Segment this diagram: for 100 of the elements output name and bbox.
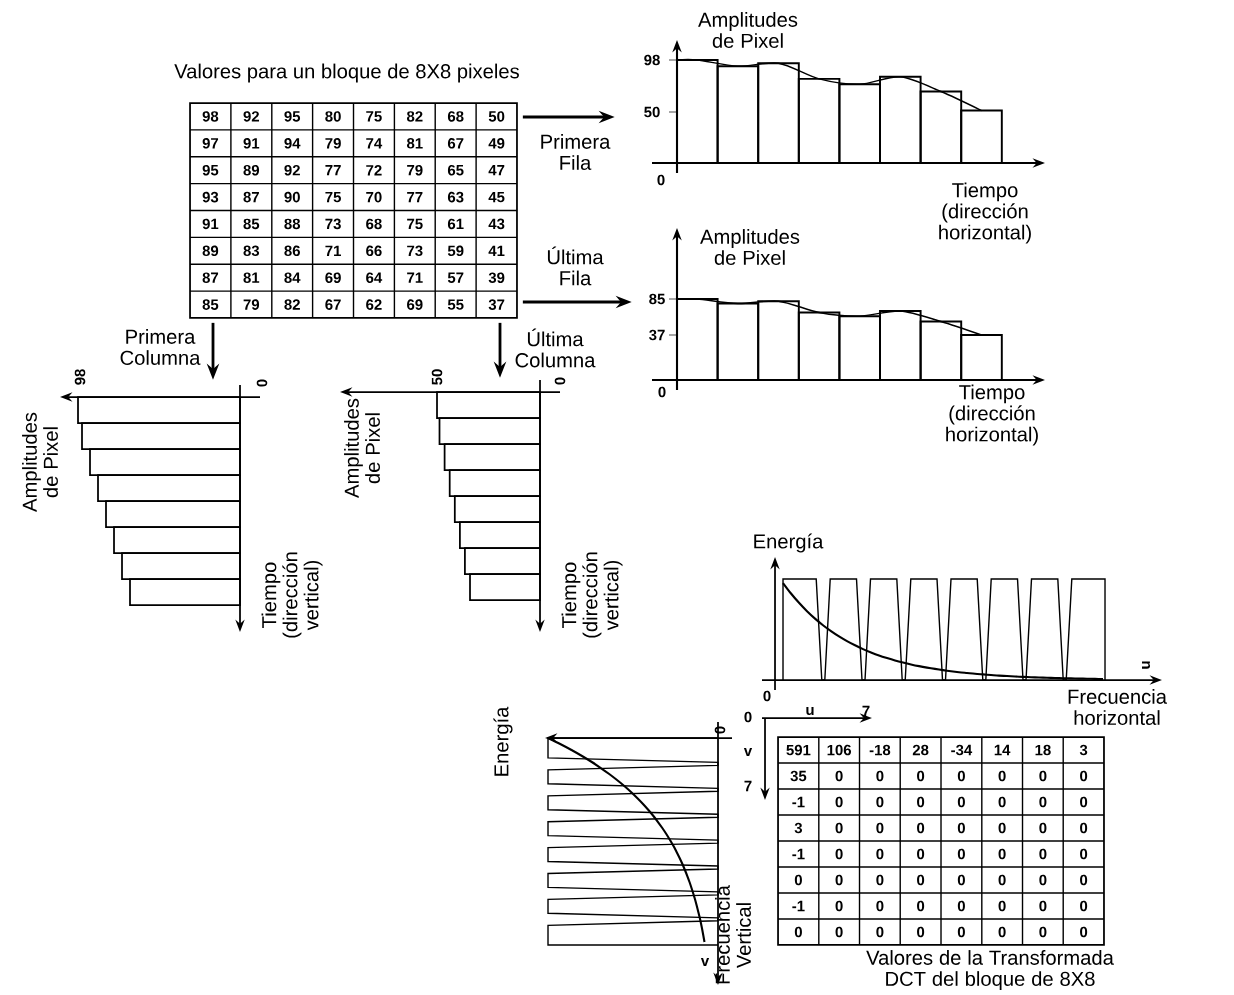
table-cell: 79 — [407, 164, 423, 176]
table-cell: 0 — [1080, 900, 1088, 912]
table-cell: 0 — [835, 796, 843, 808]
axis-label: Amplitudes de Pixel — [700, 229, 800, 265]
tick-label: 37 — [649, 329, 665, 341]
table-cell: 70 — [366, 191, 382, 203]
table-cell: 92 — [243, 111, 259, 122]
table-cell: 91 — [243, 138, 260, 149]
edge-label: Primera Columna — [120, 329, 201, 365]
tick-label: 0 — [763, 690, 771, 702]
table-cell: 81 — [243, 272, 260, 283]
edge-label: Primera Fila — [541, 134, 611, 170]
table-cell: 0 — [835, 770, 843, 782]
table-cell: 72 — [366, 165, 382, 176]
table-cell: 0 — [998, 822, 1006, 834]
axis-label: Energía — [493, 706, 513, 776]
axis-label: Frecuencia horizontal — [1068, 689, 1167, 725]
axis-label: Energía — [754, 533, 824, 553]
table-cell: 91 — [202, 218, 219, 230]
table-cell: 68 — [366, 218, 382, 230]
table-cell: 85 — [202, 299, 219, 310]
table-cell: 43 — [488, 218, 505, 230]
table-cell: 0 — [835, 900, 843, 912]
table-cell: 88 — [284, 218, 301, 230]
table-cell: 0 — [957, 926, 965, 938]
tick-label: 0 — [658, 386, 666, 398]
table-cell: 3 — [794, 822, 803, 834]
tick-label: 0 — [714, 726, 726, 734]
table-cell: 69 — [325, 272, 341, 283]
table-cell: 0 — [957, 770, 965, 782]
tick-label: 0 — [744, 711, 752, 723]
table-cell: 0 — [835, 874, 843, 886]
table-cell: 77 — [325, 165, 341, 176]
table-cell: 79 — [325, 138, 341, 149]
table-cell: 63 — [447, 191, 464, 203]
table-cell: 75 — [366, 111, 382, 122]
table-cell: 0 — [1080, 848, 1088, 860]
table-cell: 69 — [407, 299, 423, 310]
table-cell: 0 — [1039, 796, 1047, 808]
table-cell: 98 — [202, 111, 219, 122]
table-cell: 41 — [488, 245, 505, 256]
table-cell: 77 — [407, 191, 423, 203]
table-cell: 67 — [325, 299, 341, 310]
table-cell: 82 — [406, 111, 423, 122]
table-cell: 0 — [835, 848, 843, 860]
table-cell: 71 — [407, 272, 423, 283]
table-cell: 49 — [488, 138, 505, 149]
table-cell: 0 — [1080, 874, 1088, 886]
table-cell: 0 — [876, 796, 884, 808]
axis-label: v — [743, 748, 753, 756]
table-cell: 0 — [876, 926, 884, 938]
table-cell: 3 — [1079, 744, 1088, 756]
table-cell: 97 — [202, 138, 219, 149]
axis-label: Tiempo (dirección horizontal) — [939, 182, 1031, 244]
table-cell: 0 — [917, 848, 925, 860]
table-cell: 0 — [998, 874, 1006, 886]
table-cell: 80 — [325, 111, 341, 122]
table-cell: 0 — [876, 848, 884, 860]
table-cell: 66 — [366, 245, 382, 257]
table-cell: 0 — [1039, 926, 1047, 938]
table-cell: 50 — [488, 111, 505, 122]
table-cell: 55 — [447, 299, 464, 310]
table-cell: 45 — [488, 191, 505, 203]
table-cell: 28 — [912, 744, 929, 756]
table-cell: 0 — [917, 926, 925, 938]
table-cell: 0 — [1039, 822, 1047, 834]
table-cell: 39 — [488, 272, 505, 283]
table-cell: 591 — [786, 744, 811, 756]
table-cell: 84 — [284, 272, 301, 283]
table-cell: 89 — [243, 164, 260, 176]
table-cell: 73 — [407, 245, 423, 257]
axis-label: Amplitudes de Pixel — [344, 398, 380, 498]
tick-label: 50 — [431, 369, 443, 385]
table-cell: 68 — [447, 111, 464, 122]
axis-label: u — [1142, 661, 1150, 669]
table-cell: 90 — [284, 191, 300, 203]
table-cell: 82 — [284, 299, 300, 310]
table-cell: 0 — [876, 770, 884, 782]
table-cell: 37 — [488, 299, 505, 310]
table-cell: 0 — [1039, 770, 1047, 782]
table-cell: 0 — [998, 926, 1006, 938]
table-cell: 75 — [325, 191, 341, 203]
table-cell: 57 — [447, 272, 464, 283]
table-cell: 0 — [917, 900, 925, 912]
table-cell: 14 — [994, 744, 1011, 756]
table-cell: 0 — [876, 874, 884, 886]
axis-label: Tiempo (dirección vertical) — [261, 552, 323, 638]
table-cell: 0 — [1080, 770, 1088, 782]
table-cell: 0 — [876, 900, 884, 912]
table-cell: 89 — [202, 245, 219, 257]
axis-label: Tiempo (dirección horizontal) — [946, 384, 1038, 446]
table-cell: 0 — [998, 900, 1006, 912]
table-cell: 61 — [447, 218, 464, 230]
table-cell: 0 — [1080, 926, 1088, 938]
table-cell: 62 — [366, 299, 382, 310]
table-cell: 87 — [243, 191, 259, 203]
table-cell: 75 — [407, 218, 423, 230]
table-cell: 0 — [1080, 822, 1088, 834]
table-cell: 0 — [1039, 874, 1047, 886]
table-cell: 59 — [447, 245, 464, 257]
